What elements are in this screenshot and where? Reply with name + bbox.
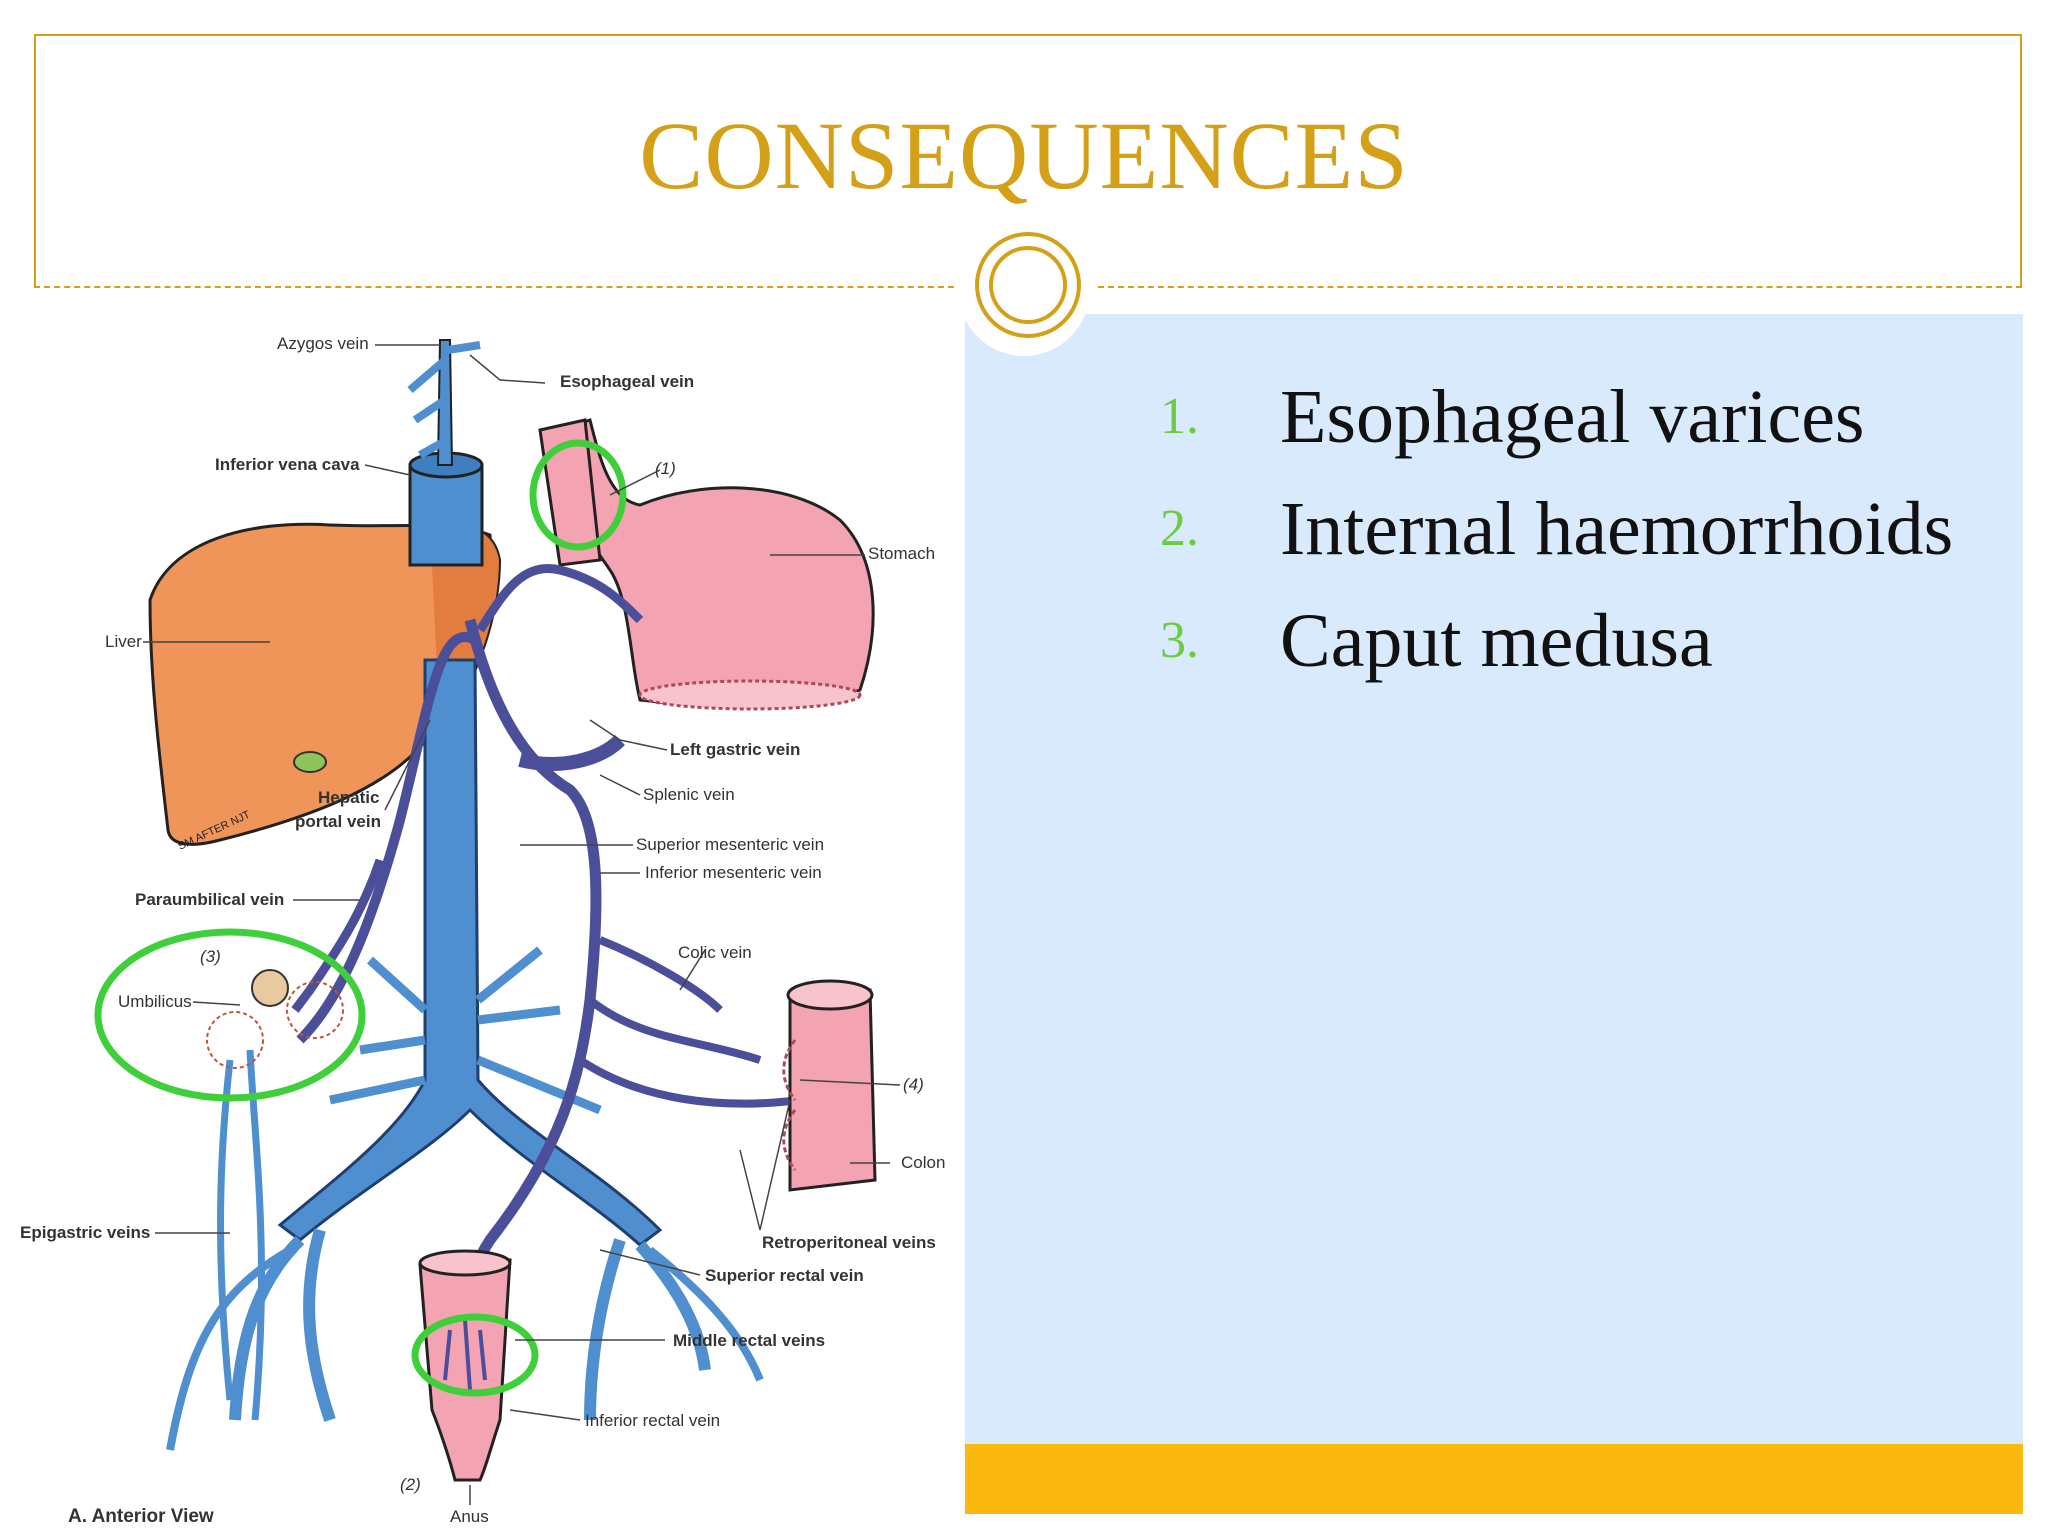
list-number: 2. (1160, 500, 1199, 557)
consequence-list: 1. Esophageal varices 2. Internal haemorrh… (1160, 372, 1980, 708)
slide-title: CONSEQUENCES (639, 102, 1409, 209)
list-item: 3. Caput medusa (1160, 596, 1980, 686)
label-inf-rectal: Inferior rectal vein (585, 1411, 720, 1430)
label-esophageal: Esophageal vein (560, 372, 694, 391)
label-left-gastric: Left gastric vein (670, 740, 800, 759)
label-splenic: Splenic vein (643, 785, 735, 804)
list-item: 1. Esophageal varices (1160, 372, 1980, 462)
label-hepatic-portal-2: portal vein (295, 812, 381, 831)
highlight-umbilicus (94, 928, 366, 1102)
colon-shape (788, 988, 877, 1192)
label-retroperitoneal: Retroperitoneal veins (762, 1233, 936, 1252)
content-panel (965, 314, 2023, 1444)
label-colic: Colic vein (678, 943, 752, 962)
list-item: 2. Internal haemorrhoids (1160, 484, 1980, 574)
footer-bar (965, 1444, 2023, 1514)
stomach-shape (558, 418, 875, 707)
marker-2: (2) (400, 1475, 421, 1494)
highlight-esophageal (529, 439, 627, 551)
highlight-rectal (411, 1313, 539, 1397)
label-umbilicus: Umbilicus (118, 992, 192, 1011)
list-text: Internal haemorrhoids (1280, 487, 1954, 571)
portal-circulation-diagram: Azygos vein Esophageal vein Inferior ven… (20, 334, 945, 1527)
label-sup-rectal: Superior rectal vein (705, 1266, 864, 1285)
label-epigastric: Epigastric veins (20, 1223, 150, 1242)
inferior-vena-cava (408, 463, 484, 567)
label-azygos: Azygos vein (277, 334, 369, 353)
label-ivc: Inferior vena cava (215, 455, 360, 474)
label-stomach: Stomach (868, 544, 935, 563)
label-anus: Anus (450, 1507, 489, 1526)
label-liver: Liver (105, 632, 142, 651)
gallbladder-shape (293, 751, 327, 773)
rectum-shape (418, 1258, 512, 1482)
label-middle-rectal: Middle rectal veins (673, 1331, 825, 1350)
title-frame (34, 34, 2022, 288)
divider-right (1098, 286, 2022, 288)
label-inf-mesenteric: Inferior mesenteric vein (645, 863, 822, 882)
label-sup-mesenteric: Superior mesenteric vein (636, 835, 824, 854)
circle-ornament-icon (975, 232, 1081, 338)
list-number: 3. (1160, 612, 1199, 669)
list-number: 1. (1160, 388, 1199, 445)
label-paraumbilical: Paraumbilical vein (135, 890, 284, 909)
divider-left (34, 286, 964, 288)
label-colon: Colon (901, 1153, 945, 1172)
label-anterior-view: A. Anterior View (68, 1506, 214, 1527)
label-hepatic-portal-1: Hepatic (318, 788, 379, 807)
marker-1: (1) (655, 459, 676, 478)
list-text: Esophageal varices (1280, 375, 1865, 459)
list-text: Caput medusa (1280, 599, 1713, 683)
marker-4: (4) (903, 1075, 924, 1094)
umbilicus-shape (251, 969, 289, 1007)
marker-3: (3) (200, 947, 221, 966)
portal-trunk (277, 658, 663, 1247)
